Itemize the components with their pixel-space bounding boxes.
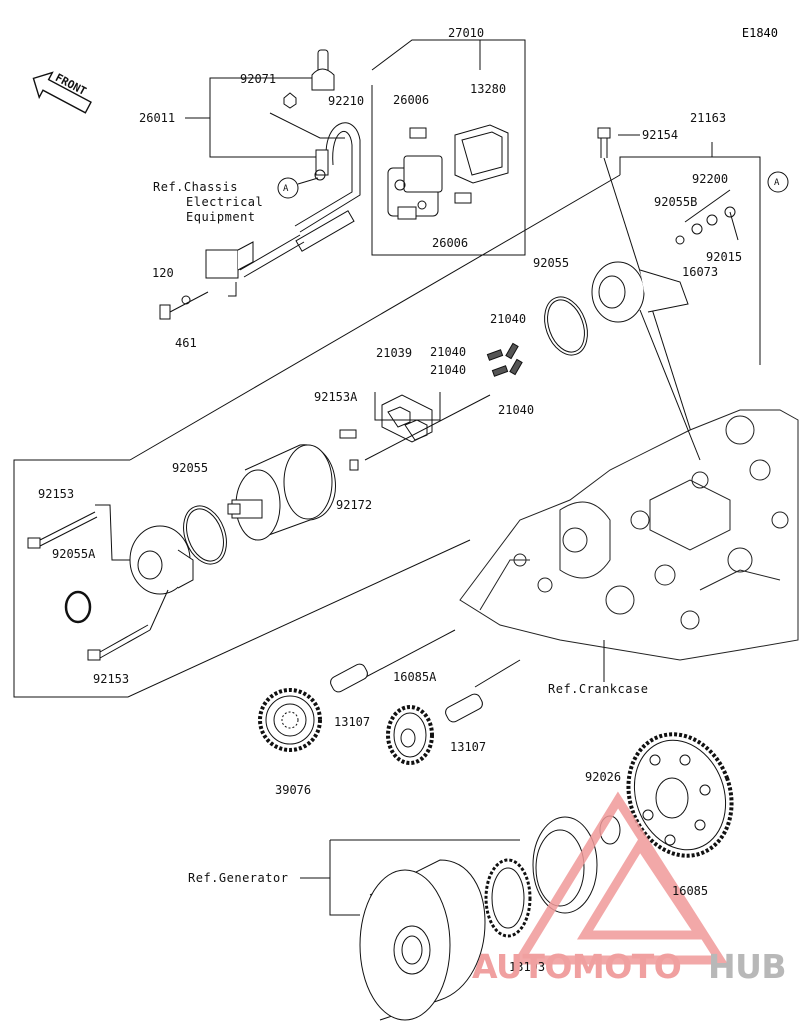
- part-26006-b[interactable]: 26006: [432, 236, 469, 250]
- part-21040-c[interactable]: 21040: [430, 363, 467, 377]
- oring-92055-upper: [544, 296, 588, 356]
- part-92200[interactable]: 92200: [692, 172, 729, 186]
- part-92026[interactable]: 92026: [585, 770, 622, 784]
- part-92154[interactable]: 92154: [642, 128, 679, 142]
- bracket-starter: [13, 459, 471, 698]
- part-92153A[interactable]: 92153A: [314, 390, 358, 404]
- brush-21040-c: [491, 365, 509, 377]
- part-13107-a[interactable]: 13107: [334, 715, 371, 729]
- part-92015[interactable]: 92015: [706, 250, 743, 264]
- part-92153-upper[interactable]: 92153: [38, 487, 75, 501]
- oring-92055-lower: [183, 505, 227, 565]
- bracket-26011: [209, 77, 320, 158]
- one-way-clutch: [532, 816, 598, 914]
- bracket-27010: [371, 39, 526, 256]
- part-92210[interactable]: 92210: [328, 94, 365, 108]
- shaft-13107-b: [445, 693, 483, 723]
- chassis-switch: [205, 241, 254, 297]
- end-cover: [591, 261, 689, 323]
- part-39076[interactable]: 39076: [275, 783, 312, 797]
- part-92055B[interactable]: 92055B: [654, 195, 698, 209]
- part-26006-a[interactable]: 26006: [393, 93, 430, 107]
- brush-21040-b: [505, 342, 519, 360]
- part-13107-b[interactable]: 13107: [450, 740, 487, 754]
- bolt-120: [159, 304, 171, 320]
- watermark-logo: [511, 791, 729, 965]
- bolt-92153-upper: [27, 511, 98, 549]
- part-120[interactable]: 120: [152, 266, 174, 280]
- ref-chassis-line1: Ref.Chassis: [153, 180, 238, 194]
- callout-a-right: [767, 171, 789, 193]
- washer-16073: [706, 214, 718, 226]
- callout-a-right-label: A: [774, 178, 780, 188]
- watermark-text-a: AUTOMOTO: [472, 947, 682, 986]
- watermark-text-b: HUB: [708, 947, 787, 986]
- part-92055A[interactable]: 92055A: [52, 547, 96, 561]
- nut-92015: [724, 206, 736, 218]
- part-13193[interactable]: 13193: [509, 960, 546, 974]
- bolt-92153-lower: [87, 624, 151, 661]
- starter-relay: [387, 155, 443, 220]
- gear-16085: [626, 732, 734, 858]
- callout-a-left-label: A: [283, 184, 289, 194]
- gear-39076: [258, 688, 322, 752]
- starter-motor: [227, 444, 336, 541]
- diagram-code: E1840: [741, 26, 778, 40]
- part-92172[interactable]: 92172: [336, 498, 373, 512]
- part-21039[interactable]: 21039: [376, 346, 413, 360]
- part-16073[interactable]: 16073: [682, 265, 719, 279]
- brush-21040-a: [486, 349, 504, 361]
- part-16085A[interactable]: 16085A: [393, 670, 437, 684]
- fuse-cover: [454, 124, 509, 184]
- part-21040-d[interactable]: 21040: [498, 403, 535, 417]
- shaft-13107-a: [330, 663, 368, 693]
- part-16085[interactable]: 16085: [672, 884, 709, 898]
- front-arrow-icon: [32, 71, 92, 114]
- part-21040-a[interactable]: 21040: [490, 312, 527, 326]
- part-92055-upper[interactable]: 92055: [533, 256, 570, 270]
- brush-21040-d: [509, 358, 523, 376]
- crankcase: [459, 409, 799, 661]
- screw-92172: [349, 459, 359, 471]
- fuse-26006-b: [454, 192, 472, 204]
- part-21163[interactable]: 21163: [690, 111, 727, 125]
- part-461[interactable]: 461: [175, 336, 197, 350]
- ref-crankcase: Ref.Crankcase: [548, 682, 649, 696]
- part-13280[interactable]: 13280: [470, 82, 507, 96]
- nut-92200: [691, 223, 703, 235]
- ref-generator: Ref.Generator: [188, 871, 289, 885]
- ref-chassis-line3: Equipment: [186, 210, 256, 224]
- brush-holder: [381, 394, 433, 443]
- generator-rotor: [359, 859, 486, 1021]
- part-27010[interactable]: 27010: [448, 26, 485, 40]
- washer-461: [181, 295, 191, 305]
- washer-92055B: [675, 235, 685, 245]
- front-cover: [129, 525, 194, 595]
- part-92071[interactable]: 92071: [240, 72, 277, 86]
- starter-cable: [239, 122, 361, 278]
- part-92055-lower[interactable]: 92055: [172, 461, 209, 475]
- part-92153-lower[interactable]: 92153: [93, 672, 130, 686]
- bearing-13193: [484, 858, 532, 938]
- oring-92055A: [64, 590, 92, 624]
- ref-chassis-line2: Electrical: [186, 195, 264, 209]
- callout-a-left: [277, 177, 299, 199]
- part-26011[interactable]: 26011: [139, 111, 176, 125]
- nut-92210: [283, 92, 297, 109]
- bolt-92154: [597, 127, 611, 158]
- part-21040-b[interactable]: 21040: [430, 345, 467, 359]
- screw-92153A: [339, 429, 357, 439]
- fuse-26006-a: [409, 127, 427, 139]
- terminal-boot: [311, 49, 335, 91]
- gear-16085A: [386, 705, 434, 765]
